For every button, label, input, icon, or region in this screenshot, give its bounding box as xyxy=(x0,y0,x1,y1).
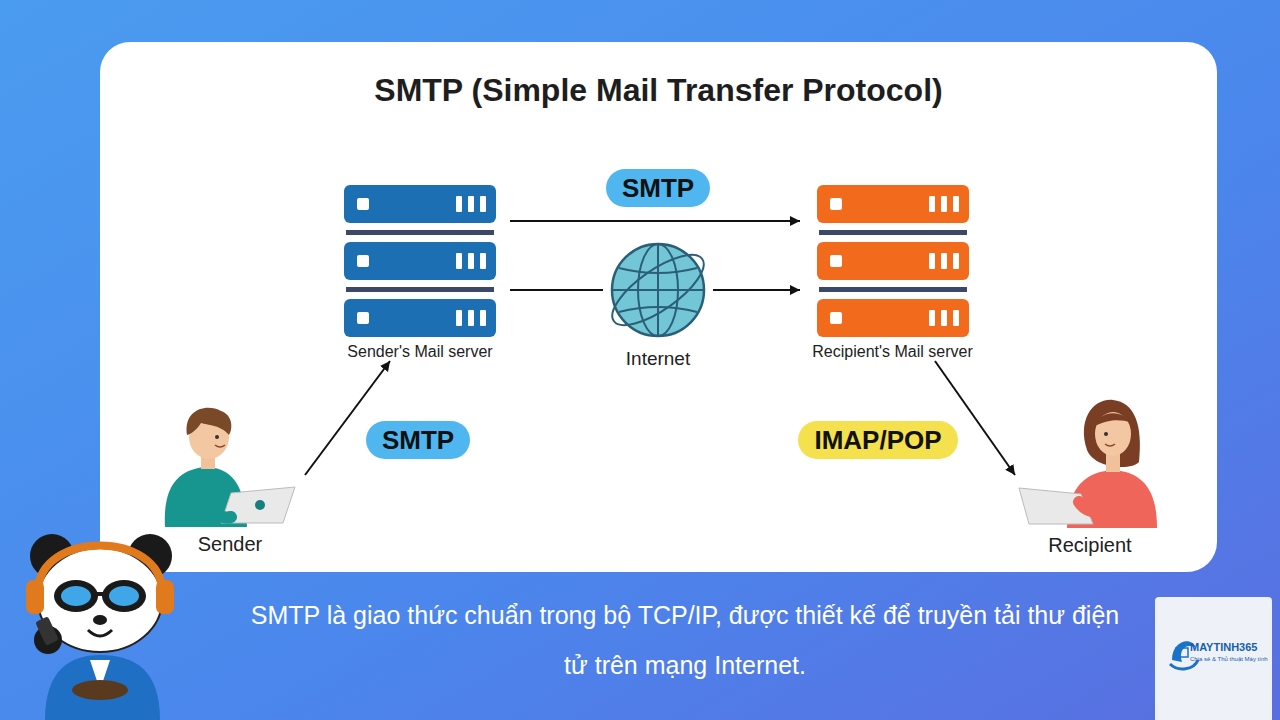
logo-text: Chia sẻ & Thủ thuật Máy tính xyxy=(1190,656,1268,662)
logo-text: MAYTINH365 xyxy=(1190,641,1257,653)
recipient-figure xyxy=(1015,390,1165,528)
caption-text: SMTP là giao thức chuẩn trong bộ TCP/IP,… xyxy=(240,590,1130,690)
protocol-label: IMAP/POP xyxy=(798,421,957,459)
node-label: Sender's Mail server xyxy=(330,343,510,361)
connector-arrow xyxy=(713,289,800,291)
protocol-label: SMTP xyxy=(606,169,710,207)
person-node: Sender xyxy=(155,395,305,556)
connector-arrow xyxy=(305,361,390,475)
node-label: Internet xyxy=(603,348,713,370)
logo-box xyxy=(1155,597,1272,720)
sender-figure xyxy=(155,395,305,527)
white-panel xyxy=(100,42,1217,572)
diagram-title: SMTP (Simple Mail Transfer Protocol) xyxy=(100,72,1217,109)
server-icon xyxy=(344,185,496,337)
connector-arrow xyxy=(935,361,1015,475)
globe-icon xyxy=(603,238,713,342)
protocol-label: SMTP xyxy=(366,421,470,459)
server-icon xyxy=(817,185,969,337)
mail-server-node: Sender's Mail server xyxy=(330,185,510,361)
connector-arrow xyxy=(510,289,603,291)
person-node: Recipient xyxy=(1015,390,1165,557)
node-label: Recipient xyxy=(1015,534,1165,557)
panda-mascot xyxy=(26,534,174,720)
mail-server-node: Recipient's Mail server xyxy=(800,185,985,361)
internet-node: Internet xyxy=(603,238,713,370)
node-label: Recipient's Mail server xyxy=(800,343,985,361)
connector-arrow xyxy=(510,220,800,222)
node-label: Sender xyxy=(155,533,305,556)
